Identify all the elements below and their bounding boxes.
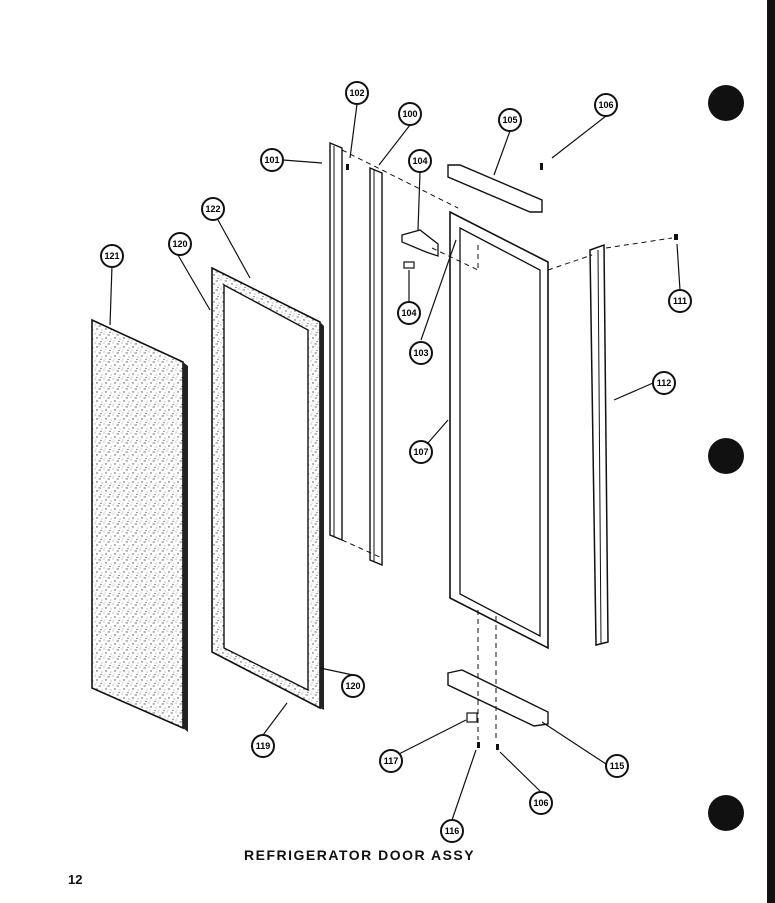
svg-text:104: 104 — [412, 156, 427, 166]
part-callout: 102 — [345, 81, 369, 105]
svg-text:119: 119 — [256, 741, 271, 751]
part-callout: 106 — [529, 791, 553, 815]
screws — [346, 163, 678, 750]
svg-text:105: 105 — [502, 115, 517, 125]
part-callout: 116 — [440, 819, 464, 843]
part-callout: 122 — [201, 197, 225, 221]
alignment-lines — [341, 149, 673, 742]
svg-text:121: 121 — [104, 251, 119, 261]
svg-text:120: 120 — [345, 681, 360, 691]
svg-text:116: 116 — [445, 826, 460, 836]
svg-text:101: 101 — [264, 155, 279, 165]
svg-text:107: 107 — [413, 447, 428, 457]
part-callout: 100 — [398, 102, 422, 126]
svg-text:103: 103 — [413, 348, 428, 358]
page-number: 12 — [68, 872, 83, 887]
part-callout: 112 — [652, 371, 676, 395]
svg-text:112: 112 — [657, 378, 672, 388]
part-callout: 105 — [498, 108, 522, 132]
part-callout: 115 — [605, 754, 629, 778]
svg-text:115: 115 — [610, 761, 625, 771]
svg-text:100: 100 — [402, 109, 417, 119]
door-outer-frame — [449, 210, 549, 650]
part-callout: 106 — [594, 93, 618, 117]
right-breaker-strip — [369, 166, 383, 567]
svg-text:106: 106 — [598, 100, 613, 110]
part-callout: 104 — [408, 149, 432, 173]
punch-hole-bottom — [708, 795, 744, 831]
door-panel-insulation — [91, 318, 188, 732]
door-gasket-frame — [211, 266, 324, 710]
diagram-caption: REFRIGERATOR DOOR ASSY — [244, 847, 476, 863]
svg-text:104: 104 — [401, 308, 416, 318]
svg-text:122: 122 — [205, 204, 220, 214]
svg-text:120: 120 — [172, 239, 187, 249]
hinge-parts — [401, 229, 439, 269]
leader-lines — [109, 103, 681, 821]
part-callout: 120 — [341, 674, 365, 698]
part-callout: 103 — [409, 341, 433, 365]
bottom-hinge-bracket — [447, 669, 549, 727]
part-callout: 120 — [168, 232, 192, 256]
punch-hole-top — [708, 85, 744, 121]
left-breaker-strip — [329, 141, 343, 542]
bottom-spacer-block — [466, 712, 478, 723]
svg-text:111: 111 — [673, 296, 687, 306]
punch-hole-middle — [708, 438, 744, 474]
part-callout: 111 — [668, 289, 692, 313]
svg-text:102: 102 — [349, 88, 364, 98]
part-callout: 104 — [397, 301, 421, 325]
svg-text:117: 117 — [384, 756, 399, 766]
part-callout: 117 — [379, 749, 403, 773]
top-hinge-bracket — [447, 164, 543, 213]
part-callout: 101 — [260, 148, 284, 172]
door-handle — [589, 243, 609, 646]
part-callout: 119 — [251, 734, 275, 758]
scan-edge-bar — [767, 0, 775, 903]
svg-text:106: 106 — [533, 798, 548, 808]
part-callout: 121 — [100, 244, 124, 268]
part-callout: 107 — [409, 440, 433, 464]
